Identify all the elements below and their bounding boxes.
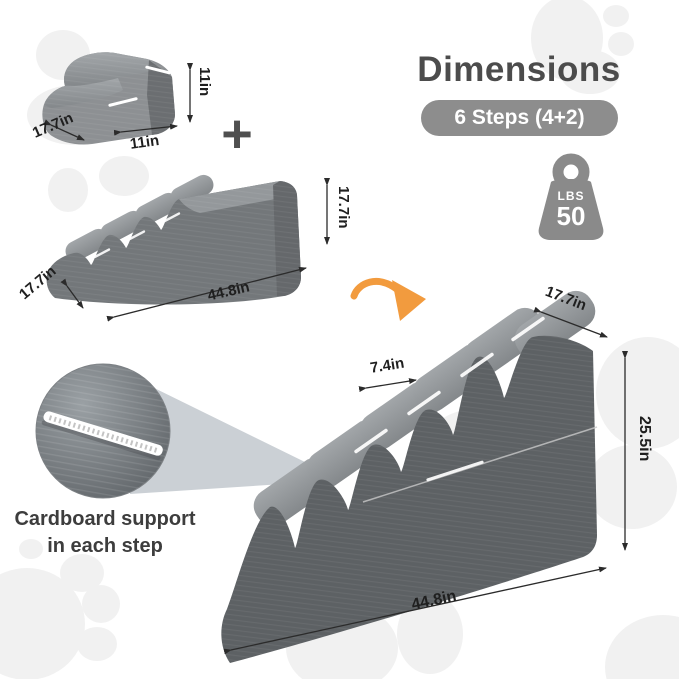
steps-count-badge: 6 Steps (4+2) [421, 100, 618, 136]
curved-transform-arrow-icon [350, 277, 426, 321]
caption-line2: in each step [47, 535, 163, 557]
small-height-label: 11in [196, 67, 213, 97]
cardboard-support-caption: Cardboard support in each step [2, 506, 208, 560]
weight-kettlebell-icon [538, 153, 604, 240]
ramp-height-label: 17.7in [335, 186, 352, 229]
weight-unit-label: LBS [557, 189, 585, 203]
combined-depth-arrow [533, 306, 608, 338]
ramp-depth-arrow [60, 278, 84, 309]
magnifier-beam [130, 382, 307, 494]
cardboard-strip [108, 65, 171, 107]
zoom-detail-circle [35, 363, 171, 499]
combined-height-label: 25.5in [636, 416, 653, 462]
weight-value-label: 50 [556, 201, 586, 231]
small-depth-arrow [43, 119, 85, 141]
page-title: Dimensions [417, 50, 621, 89]
plus-icon: + [221, 104, 253, 164]
piece-seam-line [362, 426, 598, 503]
ramp-length-arrow [106, 266, 307, 322]
combined-length-arrow [223, 566, 607, 655]
cardboard-strip [94, 212, 181, 259]
combined-step-arrow [358, 378, 417, 393]
caption-line1: Cardboard support [14, 508, 196, 530]
small-width-arrow [113, 123, 178, 136]
cardboard-strip [354, 316, 545, 482]
cardboard-strip-closeup [41, 411, 163, 461]
